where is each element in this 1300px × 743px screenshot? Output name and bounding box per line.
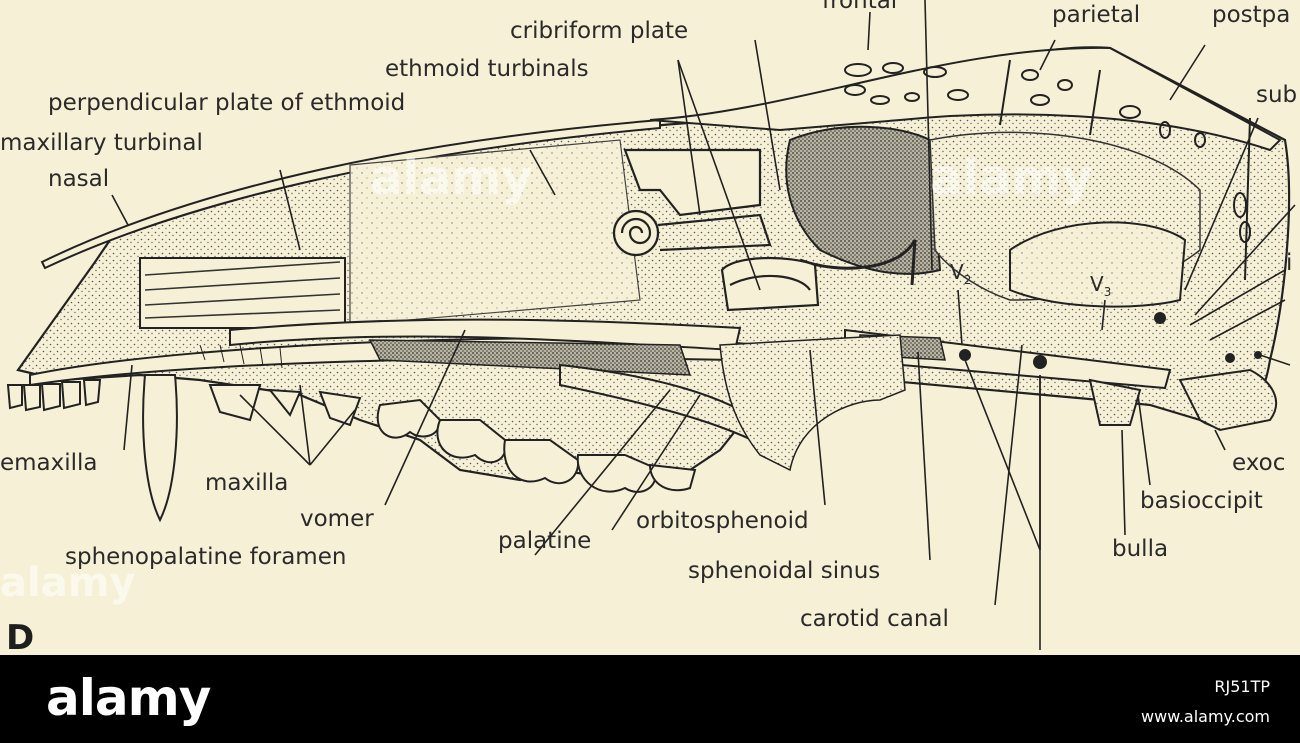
label-maxillary-turbinal: maxillary turbinal: [0, 130, 203, 156]
label-i-fragment: i: [1286, 250, 1293, 276]
bone-foramina: [844, 62, 1251, 243]
maxillary-turbinal: [139, 257, 346, 329]
exoccipital-shape: [1178, 368, 1277, 432]
label-orbitosphenoid: orbitosphenoid: [636, 508, 809, 534]
label-bulla: bulla: [1112, 536, 1169, 562]
label-sub: sub: [1256, 82, 1298, 108]
image-id: RJ51TP: [1214, 677, 1270, 696]
label-postparietal: postpa: [1212, 2, 1291, 28]
label-v3: V3: [1090, 272, 1112, 299]
perpendicular-plate-region: [349, 139, 641, 326]
label-carotid-canal: carotid canal: [800, 606, 949, 632]
bulla-shape: [1088, 378, 1142, 426]
canine-tooth: [142, 374, 178, 523]
label-sphenopalatine-foramen: sphenopalatine foramen: [65, 544, 347, 570]
label-vomer: vomer: [300, 506, 374, 532]
label-basioccipital: basioccipit: [1140, 488, 1263, 514]
incisors: [6, 379, 102, 412]
ethmoid-turbinals: [612, 148, 820, 312]
watermark-1: alamy: [370, 150, 533, 206]
skull-diagram: frontal cribriform plate parietal postpa…: [0, 0, 1298, 655]
skull-drawing: [6, 0, 1296, 650]
label-premaxilla: emaxilla: [0, 450, 98, 476]
cribriform-cavity: [785, 125, 942, 275]
footer-bar: alamy RJ51TP www.alamy.com: [0, 655, 1300, 743]
label-exoccipital: exoc: [1232, 450, 1286, 476]
panel-letter: D: [6, 618, 35, 655]
alamy-logo: alamy: [46, 669, 211, 727]
leader-lines: [111, 0, 1296, 650]
label-palatine: palatine: [498, 528, 592, 554]
label-nasal: nasal: [48, 166, 110, 192]
label-parietal: parietal: [1052, 2, 1141, 28]
site-url: www.alamy.com: [1141, 707, 1270, 726]
cheek-teeth: [208, 384, 697, 493]
label-perpendicular-plate: perpendicular plate of ethmoid: [48, 90, 406, 116]
label-frontal: frontal: [822, 0, 898, 14]
label-maxilla: maxilla: [205, 470, 289, 496]
watermark-3: alamy: [0, 560, 136, 606]
label-sphenoidal-sinus: sphenoidal sinus: [688, 558, 881, 584]
label-cribriform-plate: cribriform plate: [510, 18, 689, 44]
label-ethmoid-turbinals: ethmoid turbinals: [385, 56, 589, 82]
vomer-dark: [368, 339, 692, 376]
label-v2: V2: [950, 260, 972, 287]
watermark-2: alamy: [930, 150, 1093, 206]
